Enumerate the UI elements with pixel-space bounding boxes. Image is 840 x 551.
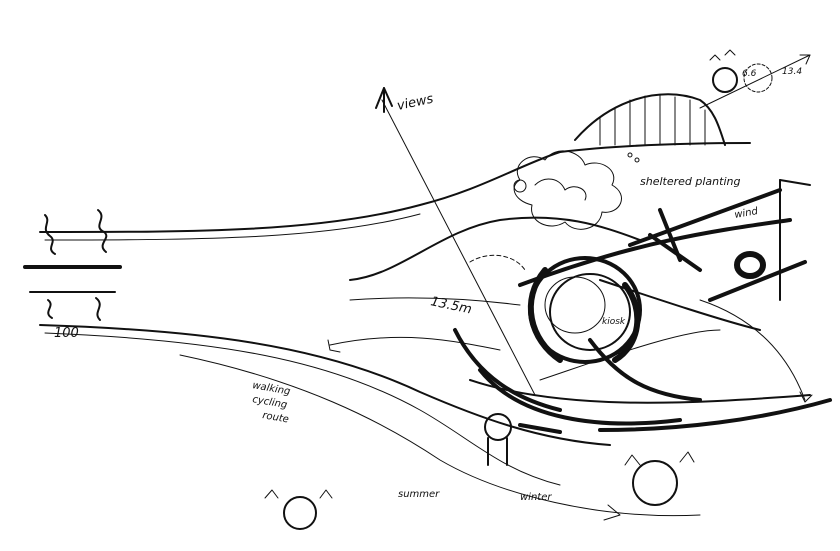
landform-berm <box>574 93 726 146</box>
dimension-label: 13.5m <box>429 294 473 317</box>
views-label: views <box>396 92 435 114</box>
views-sightline: views <box>375 87 536 396</box>
winter-label: winter <box>520 492 552 503</box>
route-note-line-2: cycling <box>251 394 288 411</box>
sun-icon <box>632 460 678 506</box>
planting-area: sheltered planting <box>513 150 740 230</box>
dimension-annotation: 13.5m <box>429 254 526 318</box>
sun-icon <box>283 496 317 530</box>
route-note-line-3: route <box>261 410 289 425</box>
sheltered-planting-label: sheltered planting <box>640 175 740 188</box>
route-note: walking cycling route <box>251 380 291 425</box>
winter-sun-group: winter <box>264 451 695 530</box>
wind-shelter: wind <box>628 179 811 302</box>
kiosk-structure: kiosk <box>453 256 761 412</box>
speed-marker-label: 100 <box>54 326 79 341</box>
sun-dimension-a: 6.6 <box>742 69 757 79</box>
summer-sun-group: 6.6 13.4 summer <box>398 49 811 500</box>
speed-marker-group: 100 <box>44 209 108 341</box>
summer-label: summer <box>398 489 440 500</box>
sun-dimension-b: 13.4 <box>782 67 802 77</box>
entry-road <box>23 151 701 517</box>
wind-label: wind <box>734 206 760 221</box>
movement-arrows <box>327 299 813 403</box>
kiosk-label: kiosk <box>602 317 626 327</box>
sun-icon <box>712 67 738 93</box>
site-boundary <box>349 142 832 432</box>
lower-pavilion <box>484 413 562 466</box>
